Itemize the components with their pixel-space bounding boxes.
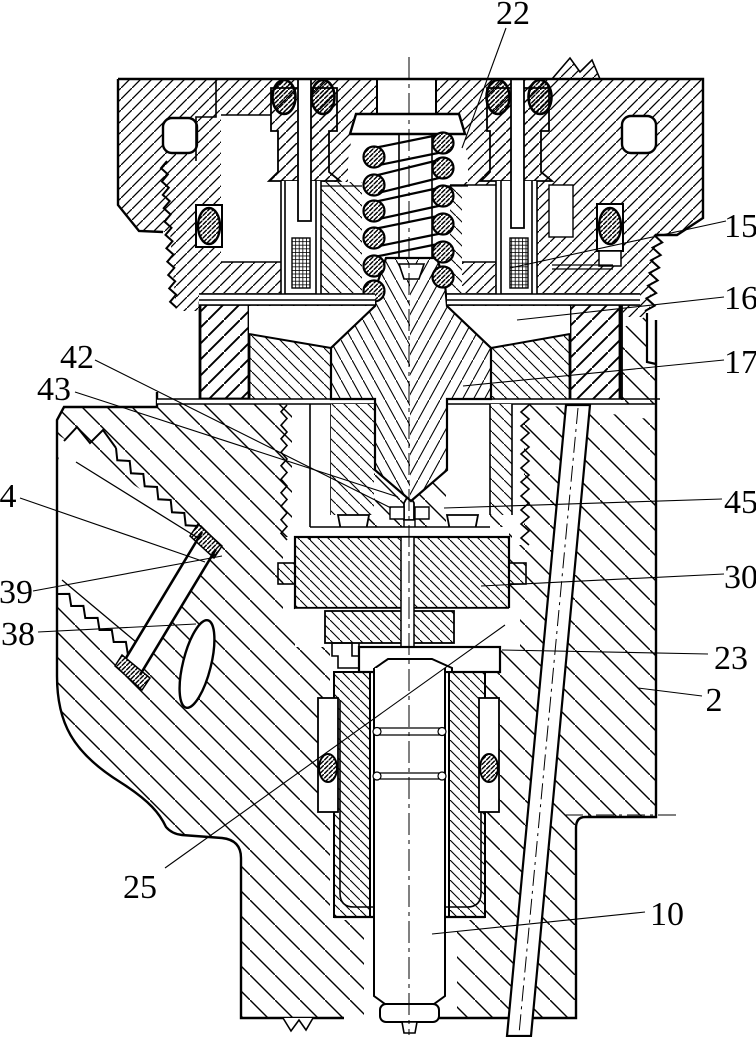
svg-text:16: 16 bbox=[724, 280, 756, 317]
svg-text:2: 2 bbox=[706, 682, 723, 719]
svg-text:17: 17 bbox=[724, 344, 756, 381]
svg-text:15: 15 bbox=[724, 208, 756, 245]
svg-text:30: 30 bbox=[724, 559, 756, 596]
svg-text:22: 22 bbox=[496, 0, 530, 32]
svg-text:42: 42 bbox=[60, 339, 94, 376]
svg-text:4: 4 bbox=[0, 478, 17, 515]
svg-text:43: 43 bbox=[37, 371, 71, 408]
svg-text:38: 38 bbox=[1, 616, 35, 653]
svg-text:45: 45 bbox=[724, 484, 756, 521]
svg-text:25: 25 bbox=[123, 869, 157, 906]
svg-text:10: 10 bbox=[650, 896, 684, 933]
svg-text:39: 39 bbox=[0, 574, 33, 611]
svg-text:23: 23 bbox=[714, 640, 748, 677]
